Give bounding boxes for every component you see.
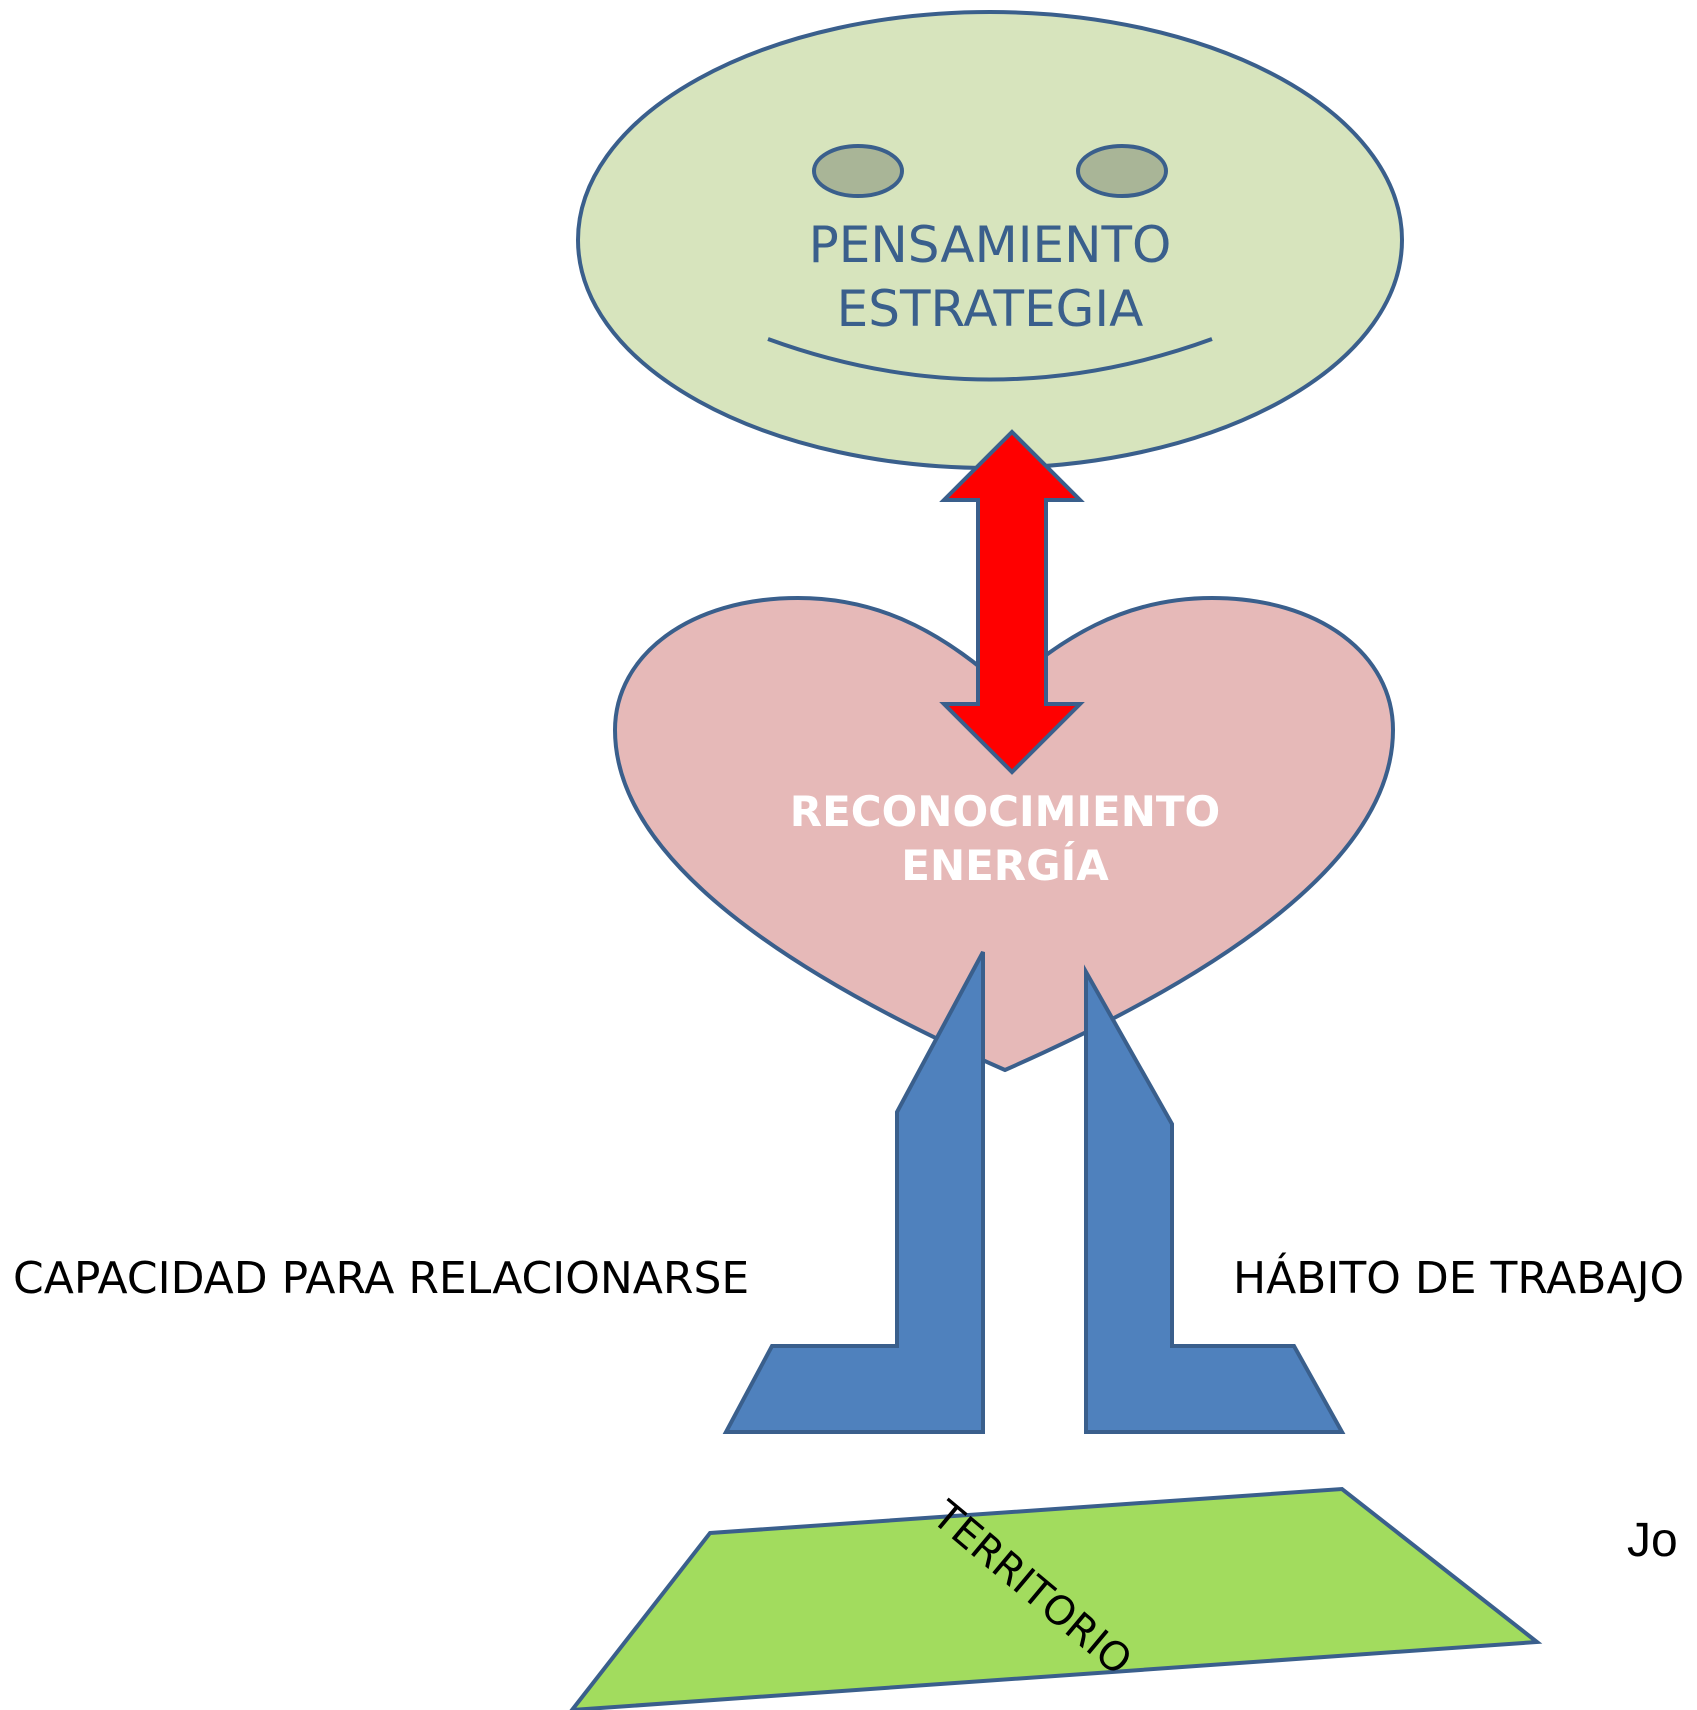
left-eye <box>812 144 904 198</box>
edge-fragment-label: Jo <box>1627 1514 1678 1567</box>
ground-parallelogram <box>569 1486 1543 1710</box>
head-label-line2: ESTRATEGIA <box>837 280 1144 338</box>
right-eye <box>1076 144 1168 198</box>
head-group: PENSAMIENTO ESTRATEGIA <box>576 10 1404 470</box>
right-leg <box>1084 964 1346 1434</box>
heart-label-line2: ENERGÍA <box>901 840 1109 890</box>
double-arrow <box>939 429 1085 775</box>
head-label-line1: PENSAMIENTO <box>809 216 1172 274</box>
heart-group: RECONOCIMIENTO ENERGÍA <box>612 595 1396 1073</box>
heart-label-line1: RECONOCIMIENTO <box>790 787 1220 836</box>
left-leg <box>722 951 985 1434</box>
right-leg-label: HÁBITO DE TRABAJO <box>1233 1251 1684 1304</box>
smile-curve <box>767 337 1213 382</box>
left-leg-label: CAPACIDAD PARA RELACIONARSE <box>13 1253 749 1304</box>
